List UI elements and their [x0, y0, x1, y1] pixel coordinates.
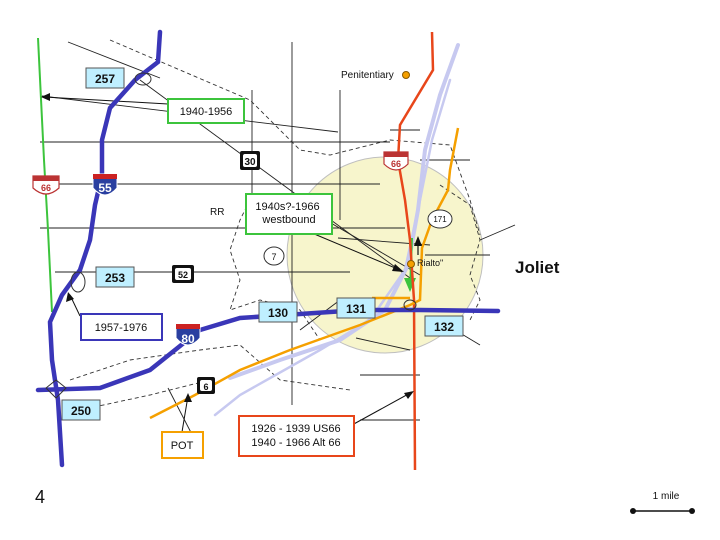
- arrowhead-icon: [66, 292, 74, 302]
- us66-west-shield-text: 66: [41, 183, 51, 193]
- us30-shield-text: 30: [244, 157, 256, 168]
- us66-east-shield: 66: [383, 151, 409, 171]
- label-pot: POT: [171, 440, 194, 452]
- label-box-pot: POT: [161, 431, 204, 459]
- label-1940-1966: 1940 - 1966 Alt 66: [251, 437, 340, 449]
- exit-box-250: 250: [61, 399, 101, 421]
- us6-shield: 6: [197, 377, 215, 394]
- exit-box-131: 131: [336, 297, 376, 319]
- arrowhead-icon: [184, 393, 192, 402]
- interstate-55-shield: 55: [92, 173, 118, 196]
- railroad-label: RR: [210, 207, 224, 218]
- state-7-shield-text: 7: [271, 252, 276, 262]
- label-box-us66-alt66: 1926 - 1939 US66 1940 - 1966 Alt 66: [238, 415, 355, 457]
- exit-box-253: 253: [95, 266, 135, 288]
- us52-shield: 52: [172, 265, 194, 283]
- exit-132-label: 132: [434, 320, 454, 334]
- label-box-1957-1976: 1957-1976: [80, 313, 163, 341]
- interstate-55: [47, 29, 163, 468]
- scale-bar: 1 mile: [630, 491, 695, 514]
- state-171-shield-text: 171: [433, 215, 447, 224]
- exit-131-label: 131: [346, 302, 366, 316]
- exit-box-130: 130: [258, 301, 298, 323]
- exit-130-label: 130: [268, 306, 288, 320]
- rialto-marker-icon: [407, 260, 415, 268]
- penitentiary-label: Penitentiary: [341, 70, 394, 81]
- label-1940-1956: 1940-1956: [180, 106, 233, 118]
- interstate-55-shield-text: 55: [98, 181, 112, 195]
- us30-shield: 30: [240, 151, 260, 170]
- arrowhead-icon: [392, 264, 404, 272]
- interstate-80-shield: 80: [175, 323, 201, 346]
- label-box-1940-1956: 1940-1956: [167, 98, 245, 124]
- exit-257-label: 257: [95, 72, 115, 86]
- label-1957-1976: 1957-1976: [95, 322, 148, 334]
- local-roads: [40, 41, 516, 451]
- us52-shield-text: 52: [178, 270, 188, 280]
- label-1926-1939: 1926 - 1939 US66: [251, 423, 340, 435]
- us6-shield-text: 6: [203, 382, 208, 392]
- north-arrow-icon: [414, 236, 422, 246]
- interchange-icon: [45, 72, 417, 399]
- arrowhead-icon: [404, 391, 414, 399]
- scale-label: 1 mile: [653, 491, 680, 502]
- us66-west-shield: 66: [32, 175, 60, 195]
- arrowhead-icon: [41, 93, 50, 101]
- exit-250-label: 250: [71, 404, 91, 418]
- route-66-red: [396, 31, 435, 471]
- us66-east-shield-text: 66: [391, 159, 401, 169]
- interstate-80-shield-text: 80: [181, 332, 195, 346]
- rialto-label: Rialto": [417, 258, 443, 268]
- slide-number: 4: [35, 487, 45, 507]
- label-westbound: 1940s?-1966 westbound: [255, 201, 322, 226]
- state-171-shield: 171: [427, 209, 453, 229]
- state-7-shield: 7: [263, 246, 285, 266]
- exit-box-132: 132: [424, 315, 464, 337]
- label-box-westbound: 1940s?-1966 westbound: [245, 193, 333, 235]
- exit-253-label: 253: [105, 271, 125, 285]
- exit-box-257: 257: [85, 67, 125, 89]
- penitentiary-marker-icon: [402, 71, 410, 79]
- interstate-80: [35, 307, 501, 393]
- city-name: Joliet: [515, 258, 560, 277]
